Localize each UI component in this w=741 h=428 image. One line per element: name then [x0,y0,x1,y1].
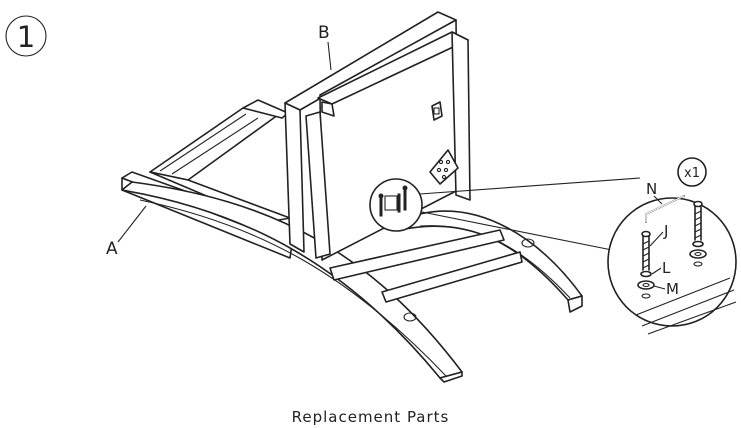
caption: Replacement Parts [291,408,450,426]
quantity-badge: x1 [677,157,707,187]
step-badge: 1 [5,15,47,57]
chair-back [284,11,471,261]
label-a: A [106,239,118,259]
part-labels: B A [106,23,332,259]
quantity-label: x1 [684,166,700,181]
chair-legs [121,181,583,383]
hardware-labels: N J L M [646,180,679,298]
label-l: L [662,259,671,277]
hardware-detail [607,195,737,335]
step-number: 1 [17,20,35,54]
label-b: B [318,23,330,43]
label-n: N [646,180,657,198]
detail-leader-lines [419,177,641,251]
label-j: J [663,222,668,240]
detail-locator-circle [369,178,423,232]
label-m: M [666,280,679,298]
